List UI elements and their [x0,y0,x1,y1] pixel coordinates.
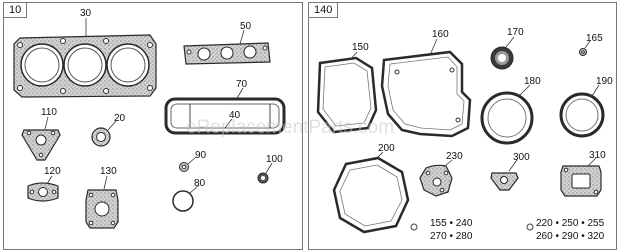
round-gasket-190[interactable] [559,92,605,138]
right-panel-label: 140 [309,3,339,18]
label-310: 310 [589,150,606,161]
left-panel-label: 10 [4,3,28,18]
flange-gasket-120[interactable] [27,182,59,202]
label-50: 50 [240,21,252,32]
gearcase-gasket-160[interactable] [380,50,472,138]
gasket-300[interactable] [490,172,519,191]
label-90: 90 [195,150,207,161]
octagon-gasket-200[interactable] [332,156,410,234]
triangle-gasket[interactable] [21,129,61,161]
label-165: 165 [586,33,603,44]
washer-group-b [526,223,534,231]
label-100: 100 [266,154,283,165]
label-180: 180 [524,76,541,87]
group-a-line2: 270 • 280 [430,231,473,242]
rect-gasket-310[interactable] [560,165,602,197]
label-80: 80 [194,178,206,189]
label-300: 300 [513,152,530,163]
washer-165[interactable] [579,48,587,56]
label-150: 150 [352,42,369,53]
square-gasket-130[interactable] [85,189,119,229]
washer-90[interactable] [179,162,189,172]
pump-gasket-230[interactable] [419,164,453,197]
label-200: 200 [378,143,395,154]
group-a-line1: 155 • 240 [430,218,473,229]
oil-seal[interactable] [91,127,111,147]
label-160: 160 [432,29,449,40]
washer-group-a [410,223,418,231]
group-b-line2: 260 • 290 • 320 [536,231,605,242]
watermark: eReplacementParts.com [186,117,394,138]
cover-gasket-150[interactable] [316,56,378,134]
head-gasket[interactable] [13,34,157,98]
label-110: 110 [41,107,57,118]
manifold-gasket[interactable] [183,42,271,65]
label-30: 30 [80,8,92,19]
label-230: 230 [446,151,463,162]
seal-170[interactable] [490,46,514,70]
group-b-line1: 220 • 250 • 255 [536,218,605,229]
seal-100[interactable] [257,172,269,184]
label-190: 190 [596,76,613,87]
o-ring-80[interactable] [172,190,194,212]
label-20: 20 [114,113,126,124]
label-40: 40 [229,110,241,121]
label-130: 130 [100,166,117,177]
label-170: 170 [507,27,524,38]
round-gasket-180[interactable] [480,91,534,145]
label-70: 70 [236,79,248,90]
label-120: 120 [44,166,61,177]
